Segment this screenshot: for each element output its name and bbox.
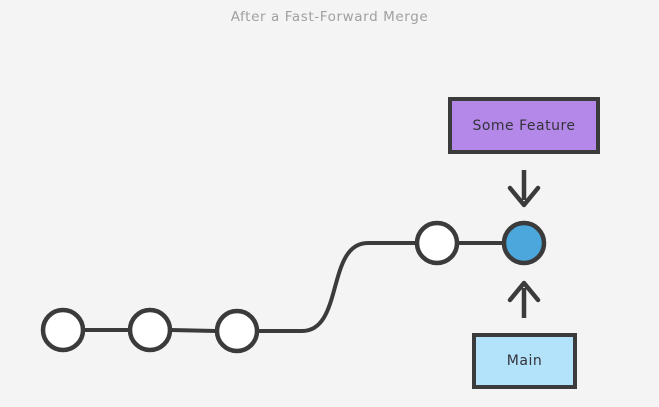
commit-node-head[interactable] xyxy=(501,220,547,266)
edge-commit3-commit4-curve xyxy=(256,241,418,333)
commit-node-4[interactable] xyxy=(414,220,460,266)
branch-label-text-feature: Some Feature xyxy=(472,117,576,134)
page-title: After a Fast-Forward Merge xyxy=(230,9,429,25)
branch-label-main[interactable]: Main xyxy=(472,333,577,389)
arrow-down-icon xyxy=(507,170,541,208)
commit-edges xyxy=(82,241,505,333)
branch-label-some-feature[interactable]: Some Feature xyxy=(448,97,600,154)
commit-nodes xyxy=(40,220,547,354)
commit-node-1[interactable] xyxy=(40,307,86,353)
commit-node-2[interactable] xyxy=(127,307,173,353)
commit-node-3[interactable] xyxy=(214,308,260,354)
pointer-arrows xyxy=(507,170,541,318)
edge-commit2-commit3 xyxy=(169,328,218,333)
branch-label-text-main: Main xyxy=(506,353,543,369)
arrow-up-icon xyxy=(507,280,541,318)
